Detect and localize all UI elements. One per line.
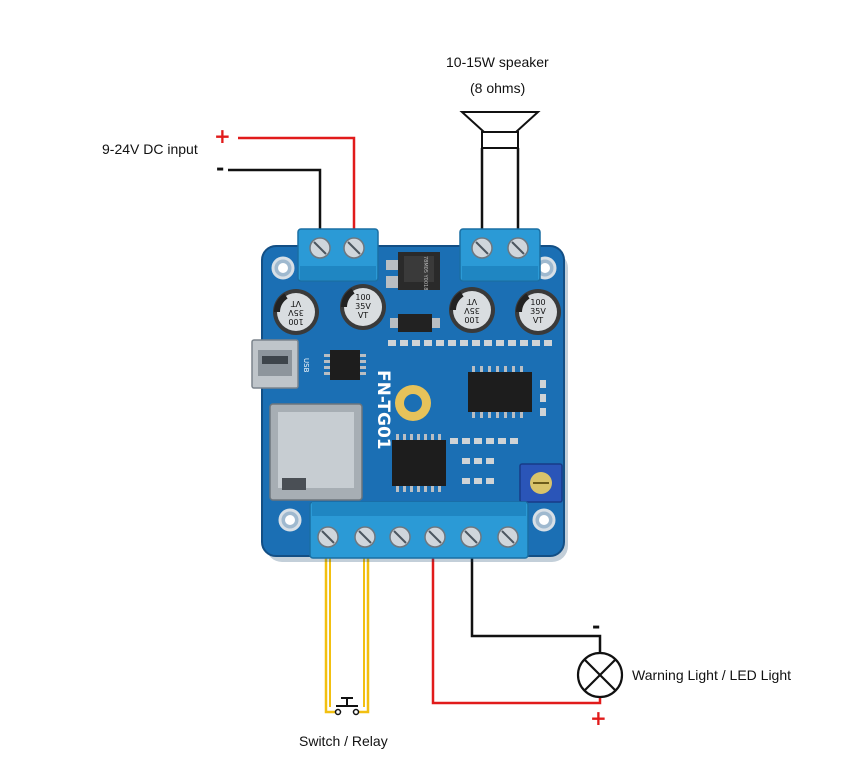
switch-wire-outer bbox=[324, 555, 338, 714]
regulator-marking: 78M05 Y0018 bbox=[422, 256, 428, 290]
svg-text:VT: VT bbox=[467, 297, 477, 306]
speaker-symbol bbox=[459, 111, 541, 149]
lamp-symbol bbox=[576, 651, 624, 699]
svg-text:35V: 35V bbox=[530, 307, 546, 316]
dc-plus-sign: + bbox=[214, 124, 231, 148]
light-plus-wire bbox=[431, 555, 602, 705]
switch-relay-label: Switch / Relay bbox=[299, 733, 388, 749]
svg-text:100: 100 bbox=[288, 317, 303, 326]
light-minus-wire bbox=[470, 555, 602, 652]
smd-components bbox=[388, 340, 552, 484]
dc-input-terminal bbox=[297, 228, 379, 282]
svg-text:100: 100 bbox=[355, 293, 370, 302]
capacitor-markings: 100 35V VT 100 35V VT 100 35V VT 100 35V… bbox=[288, 293, 547, 326]
diode bbox=[390, 314, 440, 332]
silkscreen-text: FN-TG01 USB bbox=[302, 358, 393, 450]
svg-text:VT: VT bbox=[358, 311, 368, 320]
dc-minus-sign: - bbox=[216, 156, 225, 180]
svg-text:35V: 35V bbox=[464, 306, 480, 315]
amplifier-chip bbox=[468, 366, 532, 418]
usb-connector bbox=[251, 339, 299, 389]
dc-plus-wire bbox=[238, 136, 356, 238]
io-terminal-block bbox=[309, 501, 529, 559]
speaker-terminal bbox=[459, 228, 541, 282]
switch-symbol bbox=[334, 697, 360, 716]
light-minus-sign: - bbox=[592, 614, 601, 638]
trimpot bbox=[519, 463, 563, 503]
svg-text:VT: VT bbox=[533, 316, 543, 325]
svg-text:100: 100 bbox=[464, 315, 479, 324]
svg-text:35V: 35V bbox=[355, 302, 371, 311]
small-ic bbox=[324, 350, 366, 380]
dc-input-label: 9-24V DC input bbox=[102, 141, 198, 157]
speaker-label-line1: 10-15W speaker bbox=[446, 54, 549, 70]
sd-card-slot bbox=[269, 403, 363, 501]
warning-light-label: Warning Light / LED Light bbox=[632, 667, 792, 683]
svg-text:100: 100 bbox=[530, 298, 545, 307]
board-name: FN-TG01 bbox=[373, 370, 393, 450]
mcu-chip bbox=[392, 434, 446, 492]
usb-label: USB bbox=[302, 358, 310, 373]
voltage-regulator bbox=[386, 252, 440, 290]
speaker-label-line2: (8 ohms) bbox=[470, 80, 526, 96]
pcb-board: FN-TG01 USB 100 35V VT 100 35V VT 100 35… bbox=[251, 228, 568, 562]
switch-wire-outer-2 bbox=[356, 555, 370, 714]
svg-text:35V: 35V bbox=[288, 308, 304, 317]
capacitors bbox=[273, 284, 561, 335]
svg-text:VT: VT bbox=[291, 299, 301, 308]
light-plus-sign: + bbox=[590, 706, 607, 730]
center-hole bbox=[395, 385, 431, 421]
dc-minus-wire bbox=[228, 168, 322, 238]
